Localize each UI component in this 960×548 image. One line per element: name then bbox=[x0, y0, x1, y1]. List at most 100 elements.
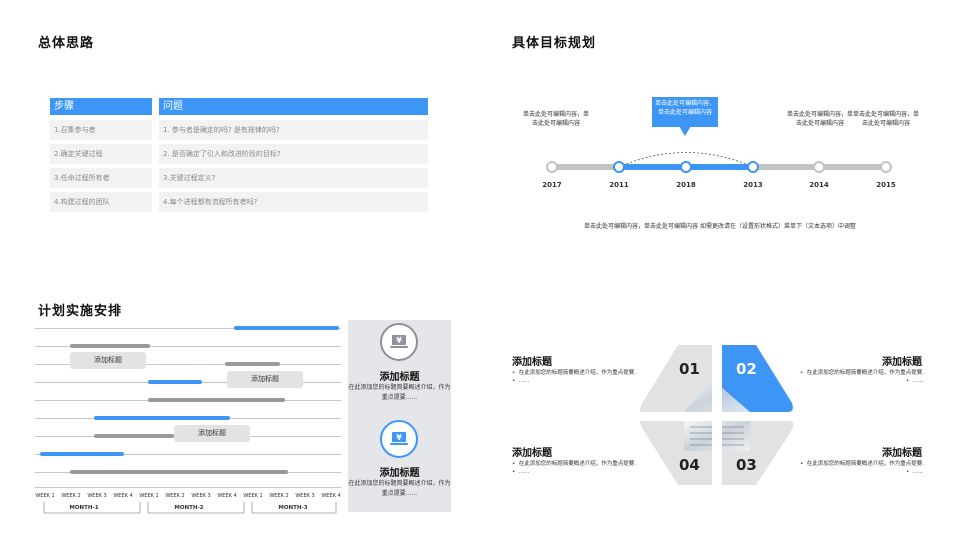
timeline-note-right-b: 单击此处可编辑内容，单 击此处可编辑内容 bbox=[850, 110, 922, 128]
month-label: MONTH-2 bbox=[167, 505, 211, 511]
svg-text:¥: ¥ bbox=[396, 433, 402, 442]
table-cell-question: 2. 是否确定了引入和改进阶段的目标? bbox=[159, 144, 428, 164]
timeline-node bbox=[747, 161, 759, 173]
timeline-year: 2018 bbox=[676, 181, 696, 189]
week-label: WEEK 2 bbox=[61, 493, 81, 499]
table-cell-question: 1. 参与者是确定的吗? 是有规律的吗? bbox=[159, 120, 428, 140]
timeline-note-left: 单击此处可编辑内容，单 击此处可编辑内容 bbox=[520, 110, 592, 128]
timeline-note-line: 单击此处可编辑内容，单 bbox=[786, 111, 853, 118]
table-cell-step: 4.构建过程的团队 bbox=[50, 192, 152, 212]
gantt-bar bbox=[94, 434, 174, 438]
yen-laptop-icon: ¥ bbox=[390, 335, 408, 348]
timeline-note-line: 击此处可编辑内容 bbox=[795, 120, 844, 127]
week-label: WEEK 2 bbox=[165, 493, 185, 499]
table-header-question: 问题 bbox=[159, 98, 428, 115]
quadrant-bullet: • ...... bbox=[906, 469, 924, 475]
quadrant-piece-02 bbox=[722, 345, 793, 412]
timeline-footer-note: 单击此处可编辑内容，单击此处可编辑内容 如需更改请在（设置形状格式）菜单下（文本… bbox=[584, 223, 856, 230]
gantt-task-label: 添加标题 bbox=[227, 371, 303, 388]
table-cell-question: 3.关键过程定义? bbox=[159, 168, 428, 188]
bullet-text: 在此添加您的标题简要概述介绍，作为重点提要. bbox=[518, 370, 636, 376]
quadrant-bullet: • 在此添加您的标题简要概述介绍，作为重点提要. bbox=[512, 370, 636, 376]
summary-panel: ¥ 添加标题 在此添加您的标题简要概述介绍，作为 重点提要...... ¥ 添加… bbox=[348, 320, 451, 512]
quadrant-number: 02 bbox=[736, 360, 757, 378]
timeline-node bbox=[813, 161, 825, 173]
quadrant-number: 04 bbox=[679, 456, 700, 474]
section-title-goals: 具体目标规划 bbox=[512, 36, 597, 51]
yen-laptop-icon: ¥ bbox=[390, 432, 408, 445]
panel-desc-line: 重点提要...... bbox=[381, 490, 418, 497]
gantt-bar bbox=[40, 452, 124, 456]
gantt-row-line bbox=[35, 487, 341, 488]
timeline-track bbox=[546, 152, 892, 173]
callout-pointer bbox=[679, 126, 691, 136]
svg-text:¥: ¥ bbox=[396, 336, 402, 345]
week-label: WEEK 3 bbox=[295, 493, 315, 499]
bullet-text: ...... bbox=[518, 378, 530, 384]
gantt-bar bbox=[70, 344, 150, 348]
quadrant-bullet: • 在此添加您的标题简要概述介绍，作为重点提要. bbox=[800, 370, 924, 376]
week-label: WEEK 4 bbox=[113, 493, 133, 499]
panel-icon-circle: ¥ bbox=[380, 323, 418, 361]
week-label: WEEK 2 bbox=[269, 493, 289, 499]
table-cell-question: 4.每个进程都有流程所有者吗? bbox=[159, 192, 428, 212]
gantt-bar bbox=[148, 398, 285, 402]
quadrant-title: 添加标题 bbox=[882, 357, 922, 368]
bullet-text: 在此添加您的标题简要概述介绍，作为重点提要. bbox=[806, 370, 924, 376]
bullet-text: ...... bbox=[912, 378, 924, 384]
panel-item-title: 添加标题 bbox=[379, 372, 420, 383]
timeline-year: 2015 bbox=[876, 181, 896, 189]
table-cell-step: 2.确定关键过程 bbox=[50, 144, 152, 164]
panel-item-title: 添加标题 bbox=[379, 468, 420, 479]
timeline-node bbox=[680, 161, 692, 173]
panel-desc-line: 在此添加您的标题简要概述介绍，作为 bbox=[348, 384, 451, 391]
bullet-text: 在此添加您的标题简要概述介绍，作为重点提要. bbox=[806, 461, 924, 467]
timeline-year: 2011 bbox=[609, 181, 629, 189]
quadrant-bullet: • 在此添加您的标题简要概述介绍，作为重点提要. bbox=[512, 461, 636, 467]
quadrant-number: 03 bbox=[736, 456, 757, 474]
gantt-row-line bbox=[35, 346, 341, 347]
quadrant-number: 01 bbox=[679, 360, 700, 378]
table-cell-step: 1.召集参与者 bbox=[50, 120, 152, 140]
timeline-year: 2014 bbox=[809, 181, 829, 189]
panel-desc-line: 在此添加您的标题简要概述介绍，作为 bbox=[348, 480, 451, 487]
quadrant-title: 添加标题 bbox=[512, 448, 552, 459]
gantt-bar bbox=[234, 326, 339, 330]
gantt-bar bbox=[225, 362, 280, 366]
timeline-note-right-a: 单击此处可编辑内容，单 击此处可编辑内容 bbox=[784, 110, 856, 128]
timeline-year: 2013 bbox=[743, 181, 763, 189]
panel-item-desc: 在此添加您的标题简要概述介绍，作为 重点提要...... bbox=[348, 383, 451, 403]
month-label: MONTH-1 bbox=[62, 505, 106, 511]
gantt-bar bbox=[148, 380, 202, 384]
panel-icon-circle: ¥ bbox=[380, 420, 418, 458]
quadrant-title: 添加标题 bbox=[882, 448, 922, 459]
bullet-text: ...... bbox=[518, 469, 530, 475]
section-title-overall: 总体思路 bbox=[38, 36, 95, 51]
callout-line: 单击此处可编辑内容， bbox=[654, 100, 715, 107]
gantt-task-label: 添加标题 bbox=[174, 425, 250, 442]
callout-line: 单击此处可编辑内容 bbox=[657, 109, 712, 116]
gantt-row-line bbox=[35, 328, 341, 329]
quadrant-graphic bbox=[640, 345, 795, 485]
gantt-row-line bbox=[35, 364, 341, 365]
timeline-note-line: 单击此处可编辑内容，单 bbox=[522, 111, 589, 118]
week-label: WEEK 1 bbox=[139, 493, 159, 499]
panel-desc-line: 重点提要...... bbox=[381, 394, 418, 401]
gantt-bar bbox=[94, 416, 230, 420]
quadrant-piece-01 bbox=[640, 345, 712, 412]
timeline-note-line: 击此处可编辑内容 bbox=[531, 120, 580, 127]
timeline-arc bbox=[618, 152, 754, 168]
week-label: WEEK 1 bbox=[243, 493, 263, 499]
gantt-bar bbox=[70, 470, 288, 474]
bullet-text: 在此添加您的标题简要概述介绍，作为重点提要. bbox=[518, 461, 636, 467]
gantt-row-line bbox=[35, 454, 341, 455]
quadrant-bullet: • ...... bbox=[906, 378, 924, 384]
week-label: WEEK 3 bbox=[87, 493, 107, 499]
quadrant-bullet: • ...... bbox=[512, 378, 530, 384]
timeline-node bbox=[880, 161, 892, 173]
quadrant-bullet: • 在此添加您的标题简要概述介绍，作为重点提要. bbox=[800, 461, 924, 467]
timeline-node bbox=[546, 161, 558, 173]
timeline-note-line: 击此处可编辑内容 bbox=[861, 120, 910, 127]
timeline-year: 2017 bbox=[542, 181, 562, 189]
timeline-node bbox=[613, 161, 625, 173]
